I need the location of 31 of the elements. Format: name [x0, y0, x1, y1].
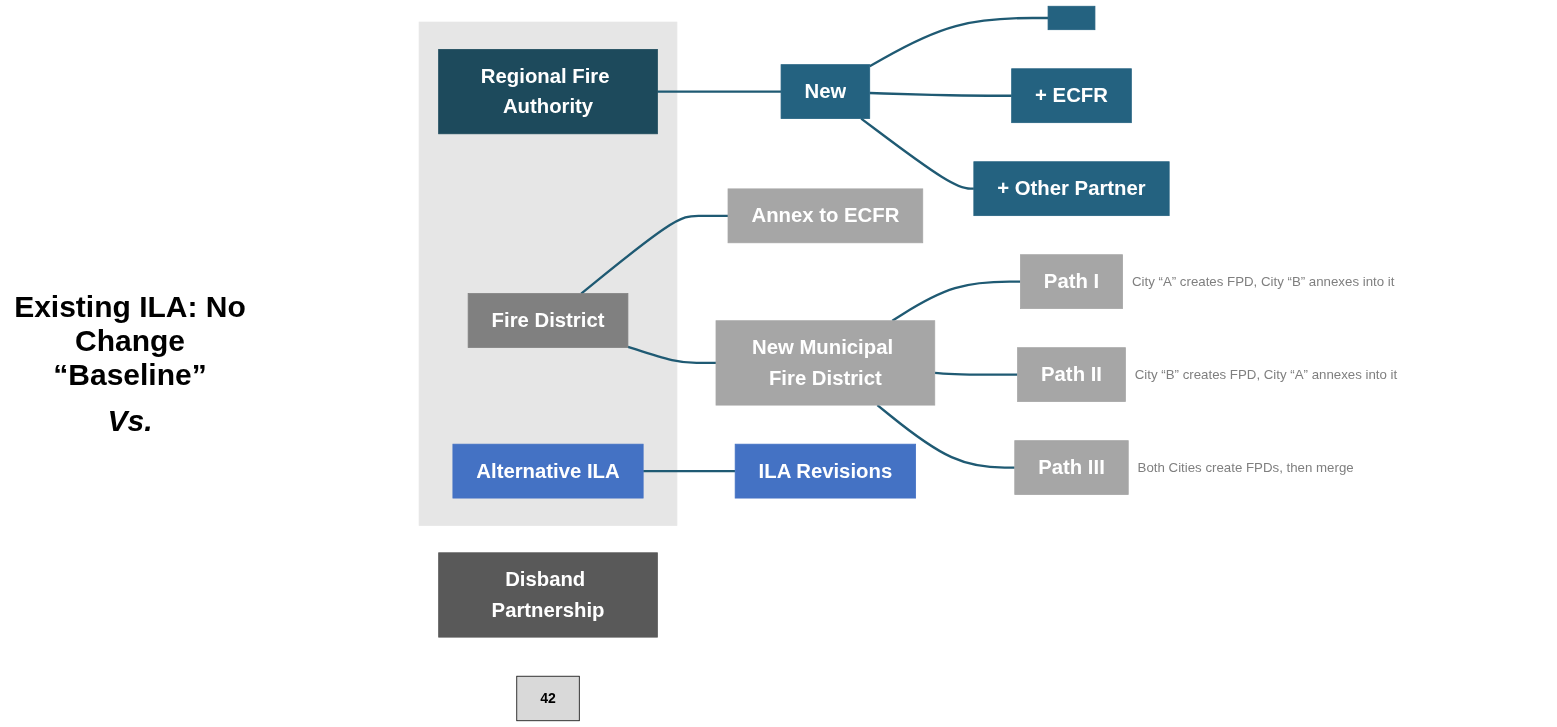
cluster: [418, 21, 677, 526]
node-box: New Municipal Fire District: [715, 320, 935, 406]
connector: [627, 345, 716, 365]
connector: [869, 91, 1012, 97]
connector: [656, 90, 781, 93]
node-box: Regional Fire Authority: [437, 49, 658, 135]
node-box: ILA Revisions: [734, 443, 916, 499]
node-box: Disband Partnership: [437, 552, 658, 638]
node-box: + Other Partner: [973, 161, 1170, 217]
connector: [934, 371, 1018, 376]
note-text: Both Cities create FPDs, then merge: [1137, 460, 1354, 476]
connector: [642, 469, 735, 473]
comparison-text: Vs.: [106, 403, 154, 438]
connector: [868, 16, 1048, 68]
connector: [876, 404, 1015, 469]
node-box: Alternative ILA: [452, 443, 644, 499]
note-text: City “A” creates FPD, City “B” annexes into it: [1131, 274, 1394, 290]
node-box: Annex to ECFR: [727, 188, 923, 244]
node-box: Path III: [1013, 440, 1129, 495]
node-box: New: [780, 64, 870, 119]
node-box: Path II: [1016, 347, 1126, 402]
connector: [580, 214, 728, 295]
node-box: Path I: [1019, 254, 1123, 309]
heading-text: Existing ILA: No Change “Baseline”: [13, 289, 247, 392]
node-box: 42: [515, 675, 580, 722]
node-box: + ECFR: [1010, 68, 1132, 124]
connector: [860, 117, 974, 190]
connector: [891, 280, 1020, 322]
node-box: [1047, 5, 1095, 31]
node-box: Fire District: [467, 293, 628, 348]
note-text: City “B” creates FPD, City “A” annexes into it: [1134, 367, 1397, 383]
